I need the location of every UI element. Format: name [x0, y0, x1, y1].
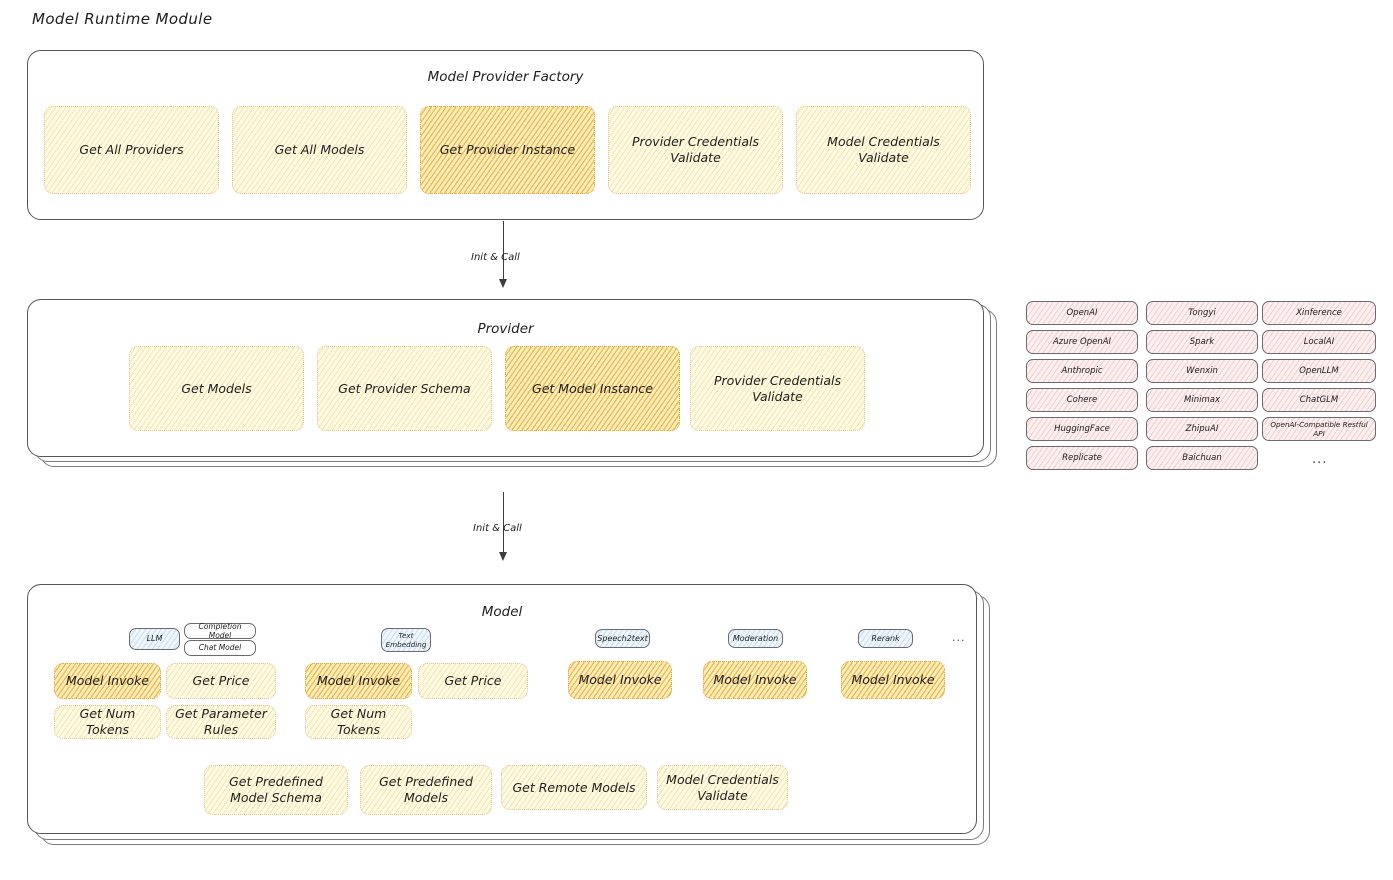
arrow-provider-to-model-line — [503, 492, 505, 554]
arrow-factory-to-provider-label: Init & Call — [471, 252, 520, 263]
common-method-get-predefined-model-schema[interactable]: Get Predefined Model Schema — [204, 765, 348, 815]
provider-label: Provider — [477, 321, 534, 337]
model-provider-factory-label: Model Provider Factory — [427, 69, 584, 85]
provider-chip-huggingface[interactable]: HuggingFace — [1026, 417, 1138, 441]
model-subtype-chat-model[interactable]: Chat Model — [184, 640, 256, 656]
llm-method-model-invoke[interactable]: Model Invoke — [54, 663, 161, 699]
arrow-provider-to-model-head — [499, 552, 507, 561]
provider-chip-chatglm[interactable]: ChatGLM — [1262, 388, 1376, 412]
model-type-llm[interactable]: LLM — [129, 628, 180, 650]
provider-chip-minimax[interactable]: Minimax — [1146, 388, 1258, 412]
provider-chip-cohere[interactable]: Cohere — [1026, 388, 1138, 412]
llm-method-get-parameter-rules[interactable]: Get Parameter Rules — [166, 705, 276, 739]
common-method-get-remote-models[interactable]: Get Remote Models — [501, 765, 647, 810]
provider-card-get-model-instance[interactable]: Get Model Instance — [505, 346, 680, 431]
provider-chip-anthropic[interactable]: Anthropic — [1026, 359, 1138, 383]
factory-card-get-all-providers[interactable]: Get All Providers — [44, 106, 219, 194]
factory-card-provider-credentials-validate[interactable]: Provider Credentials Validate — [608, 106, 783, 194]
provider-card-get-models[interactable]: Get Models — [129, 346, 304, 431]
embedding-method-get-num-tokens[interactable]: Get Num Tokens — [305, 705, 412, 739]
model-type-rerank[interactable]: Rerank — [858, 629, 913, 648]
model-type-speech2text[interactable]: Speech2text — [595, 629, 650, 648]
factory-card-get-all-models[interactable]: Get All Models — [232, 106, 407, 194]
embedding-method-get-price[interactable]: Get Price — [418, 663, 528, 699]
llm-method-get-num-tokens[interactable]: Get Num Tokens — [54, 705, 161, 739]
provider-card-provider-credentials-validate[interactable]: Provider Credentials Validate — [690, 346, 865, 431]
embedding-method-model-invoke[interactable]: Model Invoke — [305, 663, 412, 699]
model-types-more-ellipsis: ... — [952, 631, 966, 644]
provider-card-get-provider-schema[interactable]: Get Provider Schema — [317, 346, 492, 431]
model-type-moderation[interactable]: Moderation — [728, 629, 783, 648]
llm-method-get-price[interactable]: Get Price — [166, 663, 276, 699]
provider-chip-zhipuai[interactable]: ZhipuAI — [1146, 417, 1258, 441]
provider-list-more-ellipsis: ... — [1312, 452, 1328, 467]
speech2text-method-model-invoke[interactable]: Model Invoke — [568, 661, 672, 699]
page-title: Model Runtime Module — [32, 10, 213, 28]
provider-chip-xinference[interactable]: Xinference — [1262, 301, 1376, 325]
provider-chip-replicate[interactable]: Replicate — [1026, 446, 1138, 470]
model-type-text-embedding[interactable]: Text Embedding — [381, 628, 431, 652]
factory-card-get-provider-instance[interactable]: Get Provider Instance — [420, 106, 595, 194]
arrow-provider-to-model-label: Init & Call — [473, 523, 522, 534]
arrow-factory-to-provider-head — [499, 279, 507, 288]
provider-chip-azure-openai[interactable]: Azure OpenAI — [1026, 330, 1138, 354]
provider-chip-tongyi[interactable]: Tongyi — [1146, 301, 1258, 325]
common-method-model-credentials-validate[interactable]: Model Credentials Validate — [657, 765, 788, 810]
common-method-get-predefined-models[interactable]: Get Predefined Models — [360, 765, 492, 815]
provider-chip-openai-compatible-restful-api[interactable]: OpenAI-Compatible Restful API — [1262, 417, 1376, 441]
provider-chip-localai[interactable]: LocalAI — [1262, 330, 1376, 354]
model-label: Model — [481, 604, 523, 620]
provider-chip-openllm[interactable]: OpenLLM — [1262, 359, 1376, 383]
provider-chip-baichuan[interactable]: Baichuan — [1146, 446, 1258, 470]
model-subtype-completion-model[interactable]: Completion Model — [184, 622, 256, 640]
factory-card-model-credentials-validate[interactable]: Model Credentials Validate — [796, 106, 971, 194]
provider-chip-openai[interactable]: OpenAI — [1026, 301, 1138, 325]
rerank-method-model-invoke[interactable]: Model Invoke — [841, 661, 945, 699]
provider-chip-wenxin[interactable]: Wenxin — [1146, 359, 1258, 383]
moderation-method-model-invoke[interactable]: Model Invoke — [703, 661, 807, 699]
arrow-factory-to-provider-line — [503, 221, 505, 281]
provider-chip-spark[interactable]: Spark — [1146, 330, 1258, 354]
